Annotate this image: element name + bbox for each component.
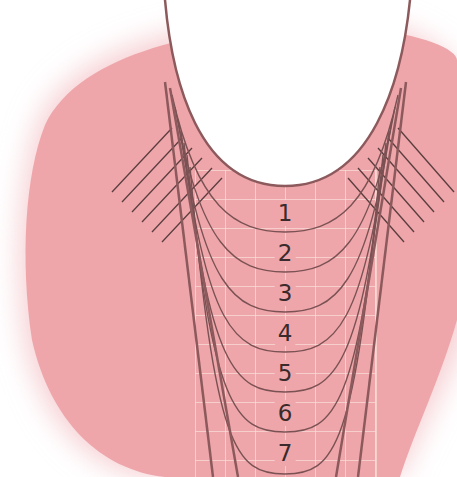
lash-curve bbox=[187, 155, 383, 432]
eye-opening bbox=[165, 0, 410, 186]
mapping-grid bbox=[195, 170, 376, 477]
callout-number: 7 bbox=[275, 440, 296, 466]
callout-number: 3 bbox=[275, 280, 296, 306]
callout-number: 4 bbox=[275, 320, 296, 346]
callout-number: 6 bbox=[275, 400, 296, 426]
lash-curve bbox=[190, 167, 380, 474]
callout-number: 2 bbox=[275, 240, 296, 266]
callout-number: 1 bbox=[275, 200, 296, 226]
lid-line bbox=[165, 0, 410, 186]
hatch-stroke bbox=[112, 128, 172, 192]
funnel-lines bbox=[165, 82, 406, 477]
callout-number: 5 bbox=[275, 360, 296, 386]
